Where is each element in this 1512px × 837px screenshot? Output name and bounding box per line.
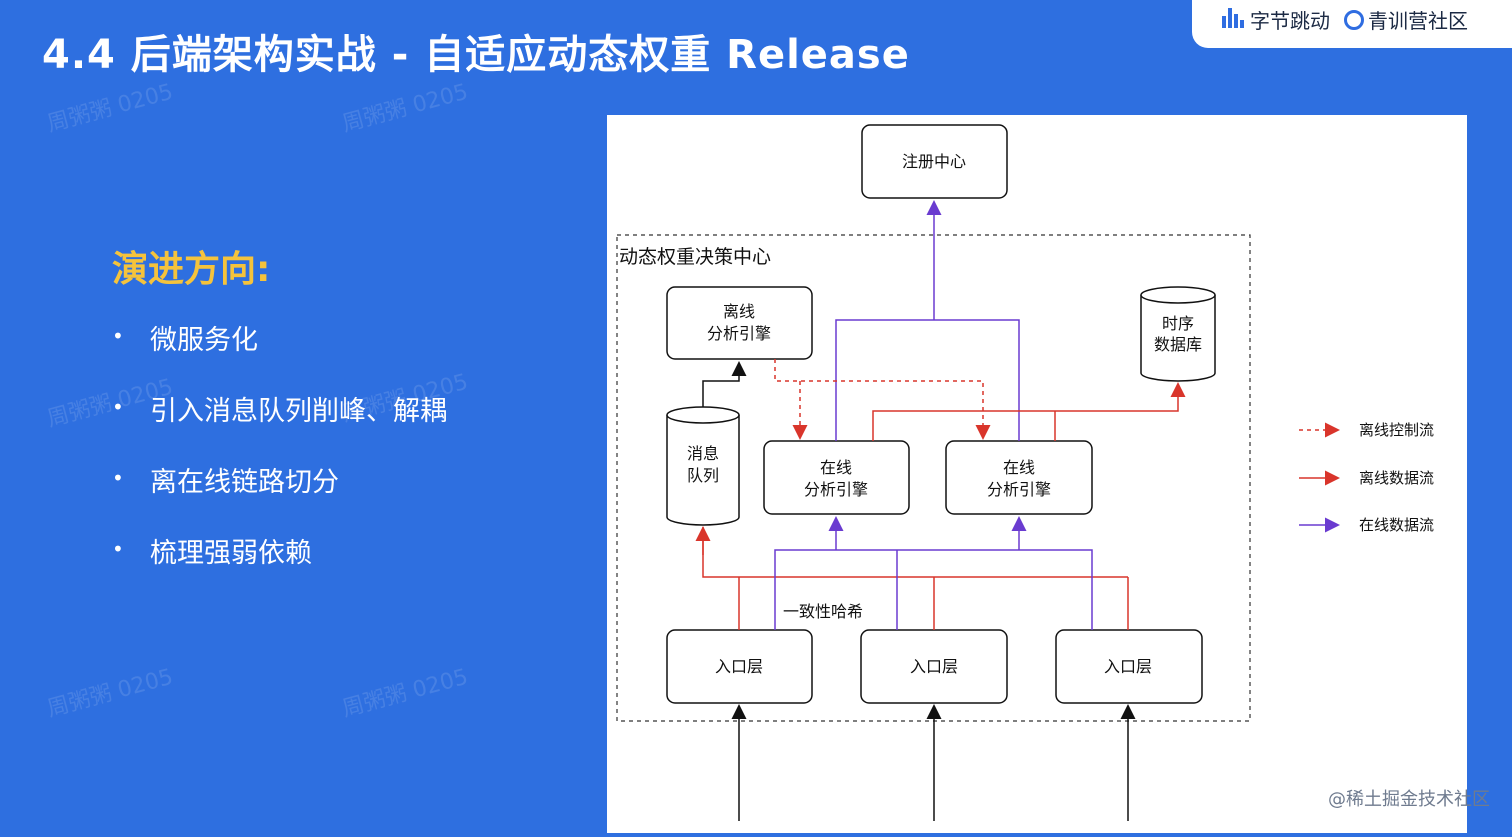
entry-2-label: 入口层 [910, 657, 958, 676]
mq-to-offline-arrow [702, 361, 747, 407]
bullet-dot: • [112, 537, 124, 561]
offline-engine-label-1: 离线 [723, 302, 755, 321]
legend-label-control: 离线控制流 [1359, 421, 1434, 439]
offline-engine-box [666, 286, 813, 360]
engines-to-tsdb [872, 382, 1186, 441]
online-engine-box-1 [763, 440, 910, 515]
footer-credit: @稀土掘金技术社区 [1328, 789, 1490, 810]
bullet-text: 引入消息队列削峰、解耦 [150, 396, 447, 427]
bytedance-label: 字节跳动 [1250, 8, 1330, 33]
entry-3-label: 入口层 [1104, 657, 1152, 676]
bullet-text: 离在线链路切分 [150, 467, 339, 498]
camp-label: 青训营社区 [1368, 8, 1468, 33]
tsdb-label-2: 数据库 [1154, 335, 1202, 354]
bullet-list: • 微服务化 • 引入消息队列削峰、解耦 • 离在线链路切分 • 梳理强弱依赖 [112, 318, 447, 602]
online-engine-1-label-1: 在线 [820, 458, 852, 477]
bullet-dot: • [112, 395, 124, 419]
slide-title: 4.4 后端架构实战 - 自适应动态权重 Release [42, 32, 910, 78]
diagram-canvas: 动态权重决策中心 注册中心 离线 分析引擎 时序 数据库 消息 队列 在线 分析… [616, 124, 1434, 821]
camp-icon [1344, 9, 1364, 30]
bytedance-icon [1222, 7, 1246, 28]
offline-data-bus [702, 527, 1128, 578]
online-data-bus [774, 549, 1093, 630]
section-title: 演进方向: [112, 249, 271, 290]
bullet-text: 微服务化 [150, 325, 258, 356]
camp-logo: 青训营社区 [1344, 5, 1468, 34]
offline-control-flow [774, 359, 991, 440]
offline-engine-label-2: 分析引擎 [707, 324, 771, 343]
watermark: 周粥粥 0205 [44, 79, 176, 138]
entry-box-3 [1055, 629, 1203, 704]
brand-bar: 字节跳动 青训营社区 [1192, 0, 1512, 48]
watermark: 周粥粥 0205 [44, 664, 176, 723]
decision-center-label: 动态权重决策中心 [619, 246, 771, 268]
online-engine-2-label-2: 分析引擎 [987, 480, 1051, 499]
bullet-dot: • [112, 324, 124, 348]
bullet-item: • 离在线链路切分 [112, 460, 447, 531]
bullet-item: • 引入消息队列削峰、解耦 [112, 389, 447, 460]
tsdb-cylinder [1140, 286, 1216, 382]
mq-cylinder [666, 406, 740, 526]
bullet-dot: • [112, 466, 124, 490]
engines-to-registry [835, 319, 1020, 441]
mq-label-2: 队列 [687, 466, 719, 485]
mq-label-1: 消息 [687, 444, 719, 463]
entry-1-label: 入口层 [715, 657, 763, 676]
tsdb-label-1: 时序 [1162, 314, 1194, 333]
bytedance-logo: 字节跳动 [1222, 5, 1330, 34]
legend-label-online: 在线数据流 [1359, 516, 1434, 534]
hash-label: 一致性哈希 [783, 602, 863, 621]
watermark: 周粥粥 0205 [339, 79, 471, 138]
bullet-item: • 微服务化 [112, 318, 447, 389]
registry-box [861, 124, 1008, 199]
architecture-diagram: 动态权重决策中心 注册中心 离线 分析引擎 时序 数据库 消息 队列 在线 分析… [607, 115, 1467, 833]
online-engine-box-2 [945, 440, 1093, 515]
registry-label: 注册中心 [902, 152, 966, 171]
online-engine-2-label-1: 在线 [1003, 458, 1035, 477]
bullet-text: 梳理强弱依赖 [150, 538, 312, 569]
online-engine-1-label-2: 分析引擎 [804, 480, 868, 499]
legend-label-offline: 离线数据流 [1359, 469, 1434, 487]
bullet-item: • 梳理强弱依赖 [112, 531, 447, 602]
watermark: 周粥粥 0205 [339, 664, 471, 723]
